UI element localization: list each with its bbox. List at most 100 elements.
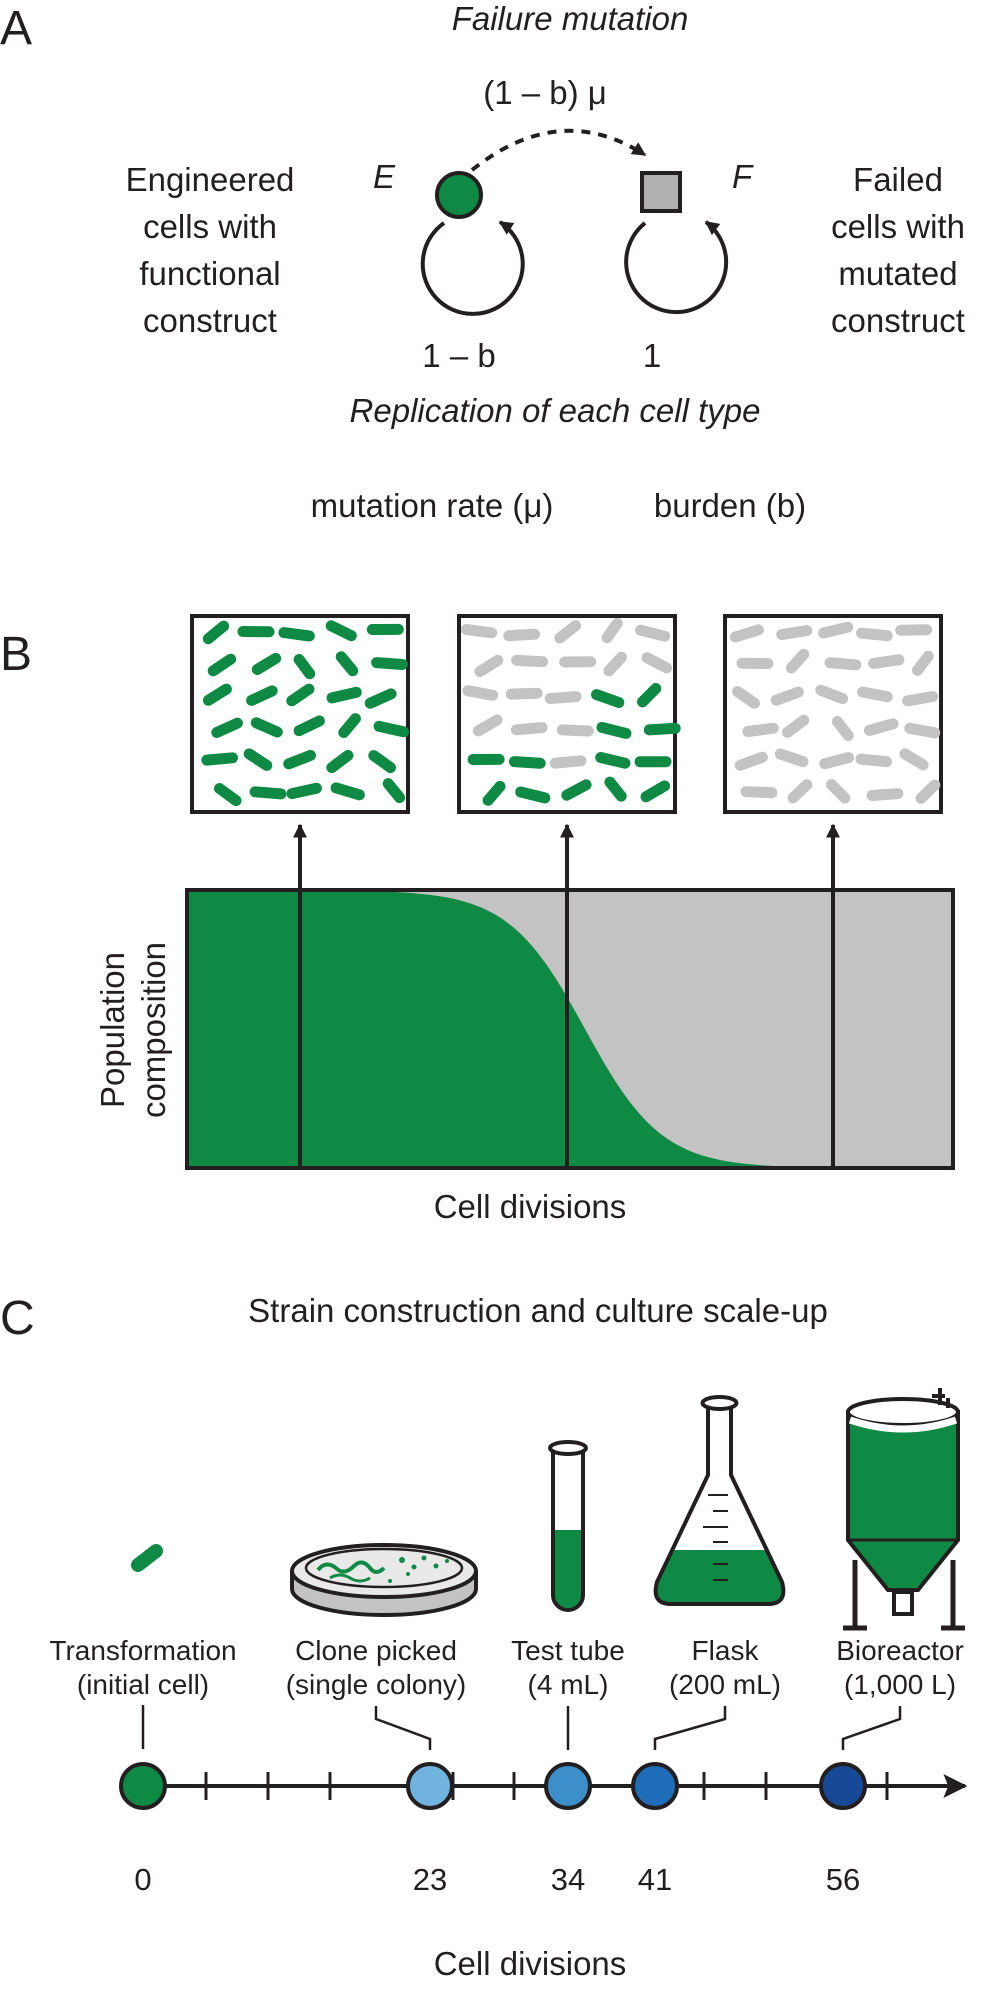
cell-rod [293, 715, 325, 737]
failed-description: Failed cells with mutated construct [831, 161, 965, 339]
petri-dish-icon [290, 1543, 478, 1617]
cell-rod [596, 721, 632, 739]
cell-rod [462, 685, 499, 701]
cell-rod [549, 755, 587, 769]
panel-c: C Strain construction and culture scale-… [0, 1292, 968, 1982]
cell-rod [202, 620, 230, 645]
failed-desc-line: construct [831, 302, 965, 339]
stage-label: Test tube [511, 1635, 625, 1666]
stage-label: Flask [692, 1635, 760, 1666]
cell-rod [211, 717, 243, 738]
cell-rod [818, 621, 854, 639]
population-plot-frame [185, 888, 955, 1170]
stage-labels: Transformation(initial cell) Clone picked… [49, 1635, 963, 1700]
cell-rod [472, 714, 503, 737]
cell-rod [895, 624, 933, 636]
cell-rod [824, 657, 862, 671]
panel-b: B Population composition Cell divisions [0, 614, 955, 1225]
scale-up-title: Strain construction and culture scale-up [248, 1292, 828, 1329]
cell-rod [776, 625, 813, 641]
cell-rod [899, 748, 929, 771]
engineered-cell-node [435, 171, 483, 219]
timeline-point [119, 1762, 167, 1810]
cell-rod [503, 628, 541, 642]
cell-rod [330, 782, 365, 801]
single-cell-icon [131, 1544, 163, 1572]
stage-label: Bioreactor [836, 1635, 964, 1666]
cell-rod [505, 687, 543, 700]
cell-rod [368, 750, 396, 774]
population-ylabel-line: Population [94, 952, 131, 1108]
cell-rod [826, 779, 851, 804]
division-value: 34 [551, 1862, 585, 1897]
cell-rod [515, 786, 551, 804]
cell-rod [604, 776, 627, 802]
stage-sublabel: (single colony) [286, 1669, 467, 1700]
failed-desc-line: mutated [838, 255, 957, 292]
microscopy-snapshots [190, 614, 943, 814]
panel-a-letter: A [0, 2, 32, 55]
population-ylabel-line: composition [135, 942, 172, 1118]
cell-rod [591, 689, 625, 708]
failed-desc-line: cells with [831, 208, 965, 245]
cell-rod [251, 652, 282, 675]
cell-rod [214, 783, 242, 807]
engineered-desc-line: construct [143, 302, 277, 339]
replication-title: Replication of each cell type [350, 392, 761, 429]
cell-rod [364, 688, 397, 709]
stage-label: Clone picked [295, 1635, 457, 1666]
microscopy-box [190, 614, 410, 814]
timeline-point [544, 1762, 592, 1810]
cell-rod [831, 716, 854, 742]
cell-rod [278, 627, 315, 642]
engineered-desc-line: functional [139, 255, 280, 292]
stage-connector [841, 1706, 902, 1750]
cell-rod [815, 684, 849, 705]
cell-rod [601, 617, 623, 644]
cell-rod [734, 751, 768, 771]
failure-mutation-title: Failure mutation [452, 0, 689, 37]
cell-rod [819, 752, 855, 770]
cell-rod [207, 653, 237, 677]
engineered-replication-rate: 1 – b [422, 337, 495, 374]
cell-rod [243, 748, 273, 771]
cell-rod [637, 683, 662, 708]
cell-rod [855, 753, 892, 768]
panel-b-letter: B [0, 628, 32, 681]
cell-rod [595, 752, 631, 769]
cell-rod [373, 720, 409, 738]
cell-rod [474, 654, 504, 678]
cell-rod [729, 624, 764, 643]
param-burden: burden (b) [654, 487, 806, 524]
cell-rod [382, 778, 406, 804]
cell-rod [643, 722, 681, 736]
cell-rod [544, 691, 582, 704]
cell-rod [554, 620, 582, 644]
stage-sublabel: (initial cell) [77, 1669, 209, 1700]
cell-rod [286, 683, 315, 707]
cell-rod [326, 749, 354, 774]
panel-c-letter: C [0, 1292, 35, 1345]
engineered-population-area [187, 890, 953, 1168]
engineered-description: Engineered cells with functional constru… [126, 161, 295, 339]
stage-sublabel: (200 mL) [669, 1669, 781, 1700]
stage-connector [374, 1706, 432, 1750]
cell-rod [201, 752, 238, 766]
cell-rod [782, 714, 810, 738]
stage-label: Transformation [49, 1635, 236, 1666]
cell-rod [863, 718, 899, 736]
panel-a: A Failure mutation (1 – b) μ E F Enginee… [0, 0, 965, 524]
failed-replication-rate: 1 [643, 337, 661, 374]
param-mutation-rate: mutation rate (μ) [311, 487, 554, 524]
cell-rod [787, 779, 813, 804]
failed-replication-loop [624, 220, 729, 315]
division-value: 56 [826, 1862, 860, 1897]
cell-rod [866, 788, 904, 801]
cell-rod [293, 654, 316, 680]
cell-rod [740, 786, 778, 799]
failed-desc-line: Failed [853, 161, 943, 198]
failure-mutation-arrow [470, 128, 647, 172]
cell-rod [510, 722, 548, 736]
division-value: 0 [134, 1862, 151, 1897]
